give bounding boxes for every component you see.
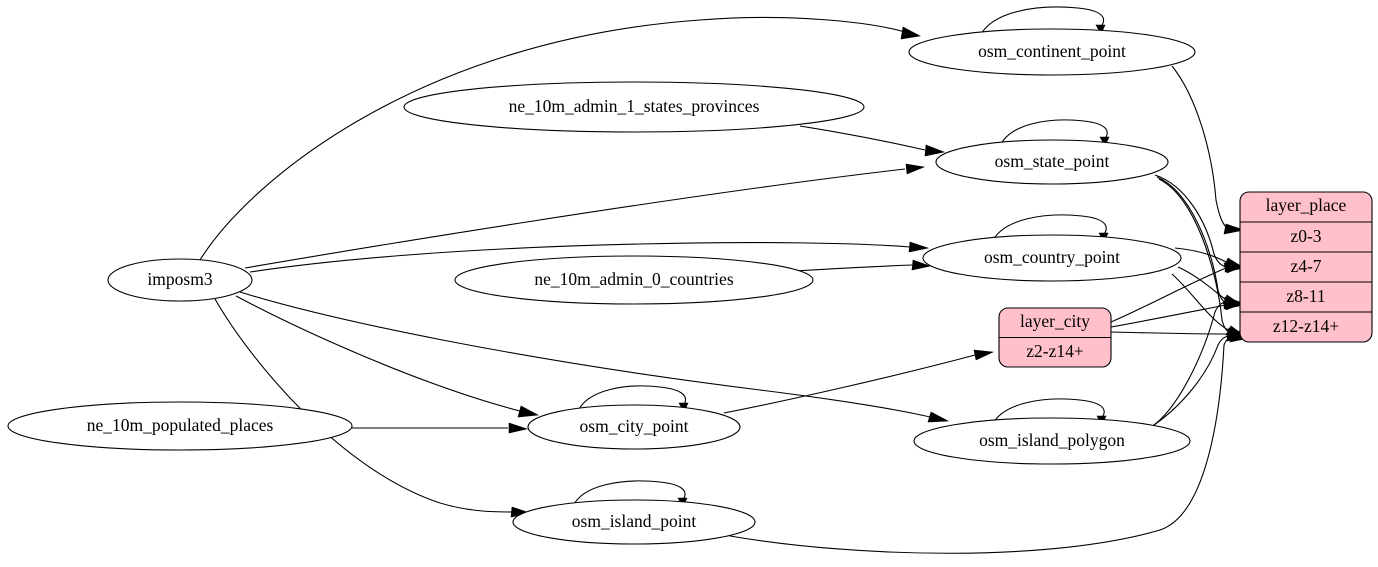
arrowhead bbox=[911, 259, 932, 271]
edge-osm_island_point-to-layer_place-z12-z14 bbox=[729, 336, 1234, 554]
edge-imposm3-to-osm_city_point bbox=[235, 295, 521, 412]
node-shape[interactable] bbox=[935, 139, 1169, 185]
node-osm_island_polygon[interactable]: osm_island_polygon bbox=[913, 417, 1191, 465]
arrowhead bbox=[973, 349, 995, 361]
arrowhead bbox=[1223, 223, 1246, 235]
edge-osm_island_polygon-to-layer_place-z12-z14 bbox=[1153, 335, 1231, 426]
node-shape[interactable] bbox=[913, 417, 1191, 465]
arrowhead bbox=[1099, 136, 1110, 147]
edge-layer_city-to-layer_place-z12-z14 bbox=[1110, 331, 1229, 335]
node-shape[interactable] bbox=[403, 81, 865, 133]
edge-imposm3-to-osm_continent_point bbox=[199, 16, 906, 261]
arrowhead bbox=[924, 144, 946, 157]
node-ne_10m_populated_places[interactable]: ne_10m_populated_places bbox=[7, 401, 353, 451]
arrowhead bbox=[900, 26, 921, 40]
arrowhead bbox=[508, 422, 529, 434]
record-node-layer_city[interactable]: layer_city z2-z14+ bbox=[998, 307, 1112, 368]
selfloop-osm_island_point bbox=[572, 480, 686, 507]
edge-osm_state_point-to-layer_place-z4-7 bbox=[1154, 174, 1228, 268]
arrowhead bbox=[927, 411, 950, 423]
selfloop-osm_continent_point bbox=[979, 6, 1105, 37]
node-ne_10m_admin_1_states_provinces[interactable]: ne_10m_admin_1_states_provinces bbox=[403, 81, 865, 133]
arrowhead bbox=[1223, 262, 1246, 274]
node-shape[interactable] bbox=[527, 404, 741, 450]
edge-imposm3-to-osm_island_point bbox=[214, 298, 513, 513]
edge-osm_state_point-to-layer_place-z8-11 bbox=[1156, 176, 1229, 305]
node-shape[interactable] bbox=[7, 401, 353, 451]
edge-layer_city-to-layer_place-z8-11 bbox=[1110, 304, 1227, 328]
edge-osm_country_point-to-layer_place-z4-7 bbox=[1174, 247, 1227, 263]
edge-osm_country_point-to-layer_place-z8-11 bbox=[1177, 266, 1226, 300]
edge-osm_country_point-to-layer_place-z12-z14 bbox=[1171, 273, 1229, 331]
node-osm_island_point[interactable]: osm_island_point bbox=[512, 499, 756, 545]
record-box[interactable] bbox=[1239, 191, 1373, 343]
arrowhead bbox=[905, 163, 926, 175]
node-imposm3[interactable]: imposm3 bbox=[107, 258, 253, 302]
selfloop-osm_city_point bbox=[577, 385, 687, 412]
edge-imposm3-to-osm_island_polygon bbox=[239, 291, 931, 418]
edge-layer bbox=[199, 6, 1251, 554]
node-shape[interactable] bbox=[454, 255, 814, 305]
edge-osm_continent_point-to-layer_place-z0-3 bbox=[1171, 65, 1229, 230]
edge-osm_city_point-to-layer_city bbox=[723, 354, 976, 414]
edge-osm_island_polygon-to-layer_place-z8-11 bbox=[1149, 301, 1228, 429]
arrowhead bbox=[908, 241, 930, 253]
record-node-layer_place[interactable]: layer_place z0-3 z4-7 z8-11 z12-z14+ bbox=[1239, 191, 1373, 343]
node-shape[interactable] bbox=[512, 499, 756, 545]
edge-ne_admin_0_countries-to-osm_country_point bbox=[794, 264, 913, 272]
node-osm_city_point[interactable]: osm_city_point bbox=[527, 404, 741, 450]
node-shape[interactable] bbox=[908, 28, 1196, 76]
arrowhead bbox=[1223, 296, 1245, 308]
edge-imposm3-to-osm_country_point bbox=[249, 242, 911, 273]
edge-imposm3-to-osm_state_point bbox=[244, 168, 906, 269]
node-shape[interactable] bbox=[107, 258, 253, 302]
selfloop-osm_country_point bbox=[991, 214, 1107, 243]
edge-ne_states_provinces-to-osm_state_point bbox=[799, 125, 926, 151]
edge-layer_city-to-layer_place-z4-7 bbox=[1110, 267, 1227, 323]
node-layer: imposm3 ne_10m_populated_places ne_10m_a… bbox=[7, 28, 1196, 545]
node-osm_state_point[interactable]: osm_state_point bbox=[935, 139, 1169, 185]
node-shape[interactable] bbox=[922, 234, 1182, 282]
edge-osm_state_point-to-layer_place-z12-z14 bbox=[1158, 178, 1232, 334]
node-ne_10m_admin_0_countries[interactable]: ne_10m_admin_0_countries bbox=[454, 255, 814, 305]
node-osm_continent_point[interactable]: osm_continent_point bbox=[908, 28, 1196, 76]
node-osm_country_point[interactable]: osm_country_point bbox=[922, 234, 1182, 282]
selfloop-osm_island_polygon bbox=[991, 398, 1105, 426]
arrowhead bbox=[517, 405, 540, 418]
selfloop-osm_state_point bbox=[999, 119, 1108, 147]
arrowhead bbox=[1095, 24, 1106, 35]
